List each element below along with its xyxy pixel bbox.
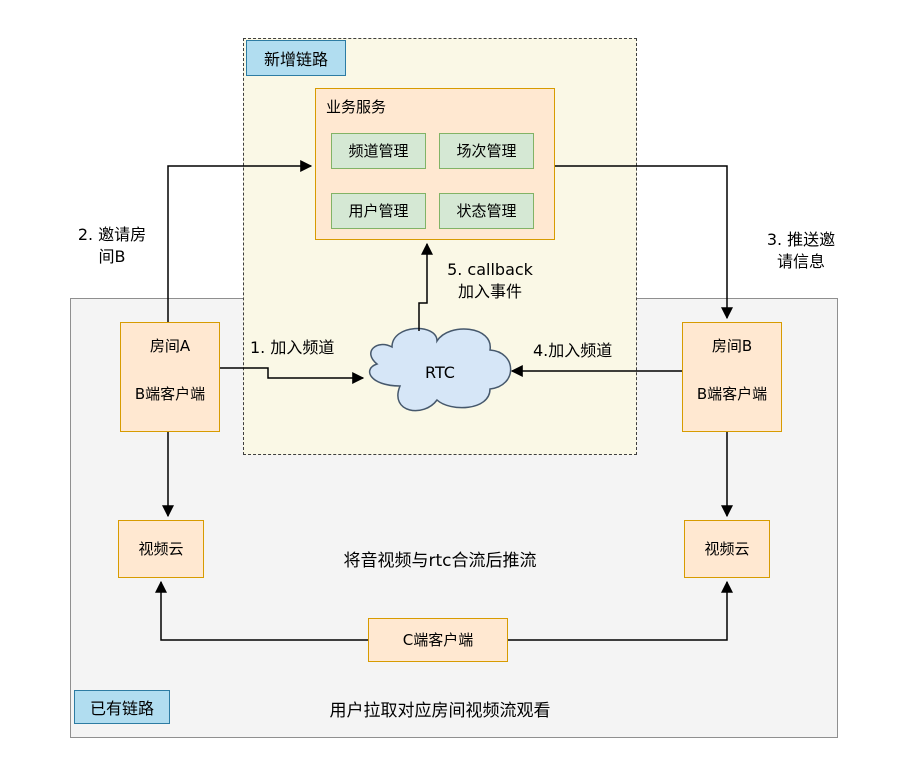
- existing-link-tag-label: 已有链路: [89, 699, 154, 718]
- module-channel-management: 频道管理: [331, 133, 426, 169]
- video-cloud-b-node: 视频云: [684, 520, 770, 578]
- module-status-management: 状态管理: [439, 193, 534, 229]
- edge-label-invite-room-b: 2. 邀请房 间B: [77, 225, 147, 267]
- video-cloud-a-node: 视频云: [118, 520, 204, 578]
- edge-label-join-channel-b: 4.加入频道: [533, 341, 613, 360]
- room-b-node: 房间B B端客户端: [682, 322, 782, 432]
- new-link-tag: 新增链路: [246, 40, 346, 76]
- merge-stream-note: 将音视频与rtc合流后推流: [343, 551, 537, 571]
- watch-stream-note: 用户拉取对应房间视频流观看: [329, 701, 551, 721]
- c-client-node: C端客户端: [368, 618, 508, 662]
- room-b-title: 房间B: [711, 337, 753, 355]
- new-link-tag-label: 新增链路: [263, 50, 328, 69]
- business-service-title: 业务服务: [326, 98, 387, 116]
- room-a-subtitle: B端客户端: [134, 385, 206, 403]
- edge-label-push-invite: 3. 推送邀 请信息: [766, 230, 836, 272]
- business-service-box: 业务服务 频道管理 场次管理 用户管理 状态管理: [315, 88, 555, 240]
- room-a-node: 房间A B端客户端: [120, 322, 220, 432]
- rtc-label: RTC: [425, 362, 455, 382]
- edge-label-join-channel-a: 1. 加入频道: [250, 338, 335, 357]
- existing-link-tag: 已有链路: [74, 690, 170, 724]
- edge-label-callback: 5. callback 加入事件: [447, 260, 533, 302]
- module-user-management: 用户管理: [331, 193, 426, 229]
- module-session-management: 场次管理: [439, 133, 534, 169]
- room-b-subtitle: B端客户端: [696, 385, 768, 403]
- room-a-title: 房间A: [149, 337, 191, 355]
